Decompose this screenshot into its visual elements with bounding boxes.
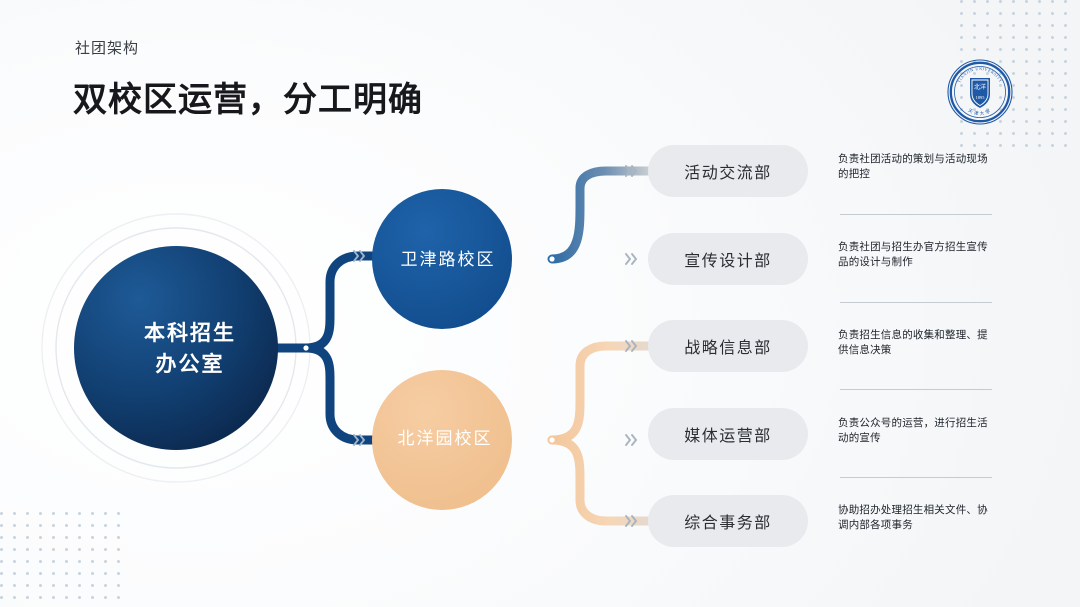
campus-b-circle[interactable] bbox=[372, 370, 512, 510]
connector-junction-campus-a bbox=[549, 256, 555, 262]
campus-a-circle[interactable] bbox=[372, 189, 512, 329]
connector-campus-b-to-departments bbox=[507, 341, 653, 526]
chevron-icon-dept-5 bbox=[625, 515, 638, 527]
chevron-icon-dept-1 bbox=[625, 165, 638, 177]
description-divider-4 bbox=[840, 477, 992, 478]
page-eyebrow: 社团架构 bbox=[75, 39, 140, 57]
connector-junction-root bbox=[303, 345, 309, 351]
dot-grid-bottom-left bbox=[0, 512, 130, 607]
department-description-4: 负责公众号的运营，进行招生活动的宣传 bbox=[838, 417, 988, 444]
description-divider-1 bbox=[840, 214, 992, 215]
department-description-5: 协助招办处理招生相关文件、协调内部各项事务 bbox=[838, 504, 988, 531]
chevron-icon-campus-a bbox=[353, 250, 366, 262]
department-pill-3[interactable]: 战略信息部 bbox=[648, 320, 808, 372]
svg-text:1895: 1895 bbox=[976, 95, 986, 100]
university-seal-icon: TIANJIN UNIVERSITY 天津大学 北洋 1895 bbox=[946, 58, 1014, 126]
department-pill-5[interactable]: 综合事务部 bbox=[648, 495, 808, 547]
department-pill-4[interactable]: 媒体运营部 bbox=[648, 408, 808, 460]
description-divider-2 bbox=[840, 302, 992, 303]
connector-root-to-campuses bbox=[273, 251, 377, 445]
root-node-circle[interactable] bbox=[74, 246, 278, 450]
department-description-1: 负责社团活动的策划与活动现场的把控 bbox=[838, 153, 988, 180]
connector-campus-a-to-departments bbox=[507, 166, 653, 264]
chevron-icon-dept-4 bbox=[625, 434, 638, 446]
chevron-icon-dept-2 bbox=[625, 253, 638, 265]
page-title: 双校区运营，分工明确 bbox=[73, 80, 423, 120]
chevron-icon-campus-b bbox=[353, 434, 366, 446]
svg-text:北洋: 北洋 bbox=[974, 83, 986, 91]
connector-junction-campus-b bbox=[549, 437, 555, 443]
department-description-3: 负责招生信息的收集和整理、提供信息决策 bbox=[838, 329, 988, 356]
description-divider-3 bbox=[840, 389, 992, 390]
department-pill-2[interactable]: 宣传设计部 bbox=[648, 233, 808, 285]
department-description-2: 负责社团与招生办官方招生宣传品的设计与制作 bbox=[838, 241, 988, 268]
department-pill-1[interactable]: 活动交流部 bbox=[648, 145, 808, 197]
chevron-icon-dept-3 bbox=[625, 340, 638, 352]
